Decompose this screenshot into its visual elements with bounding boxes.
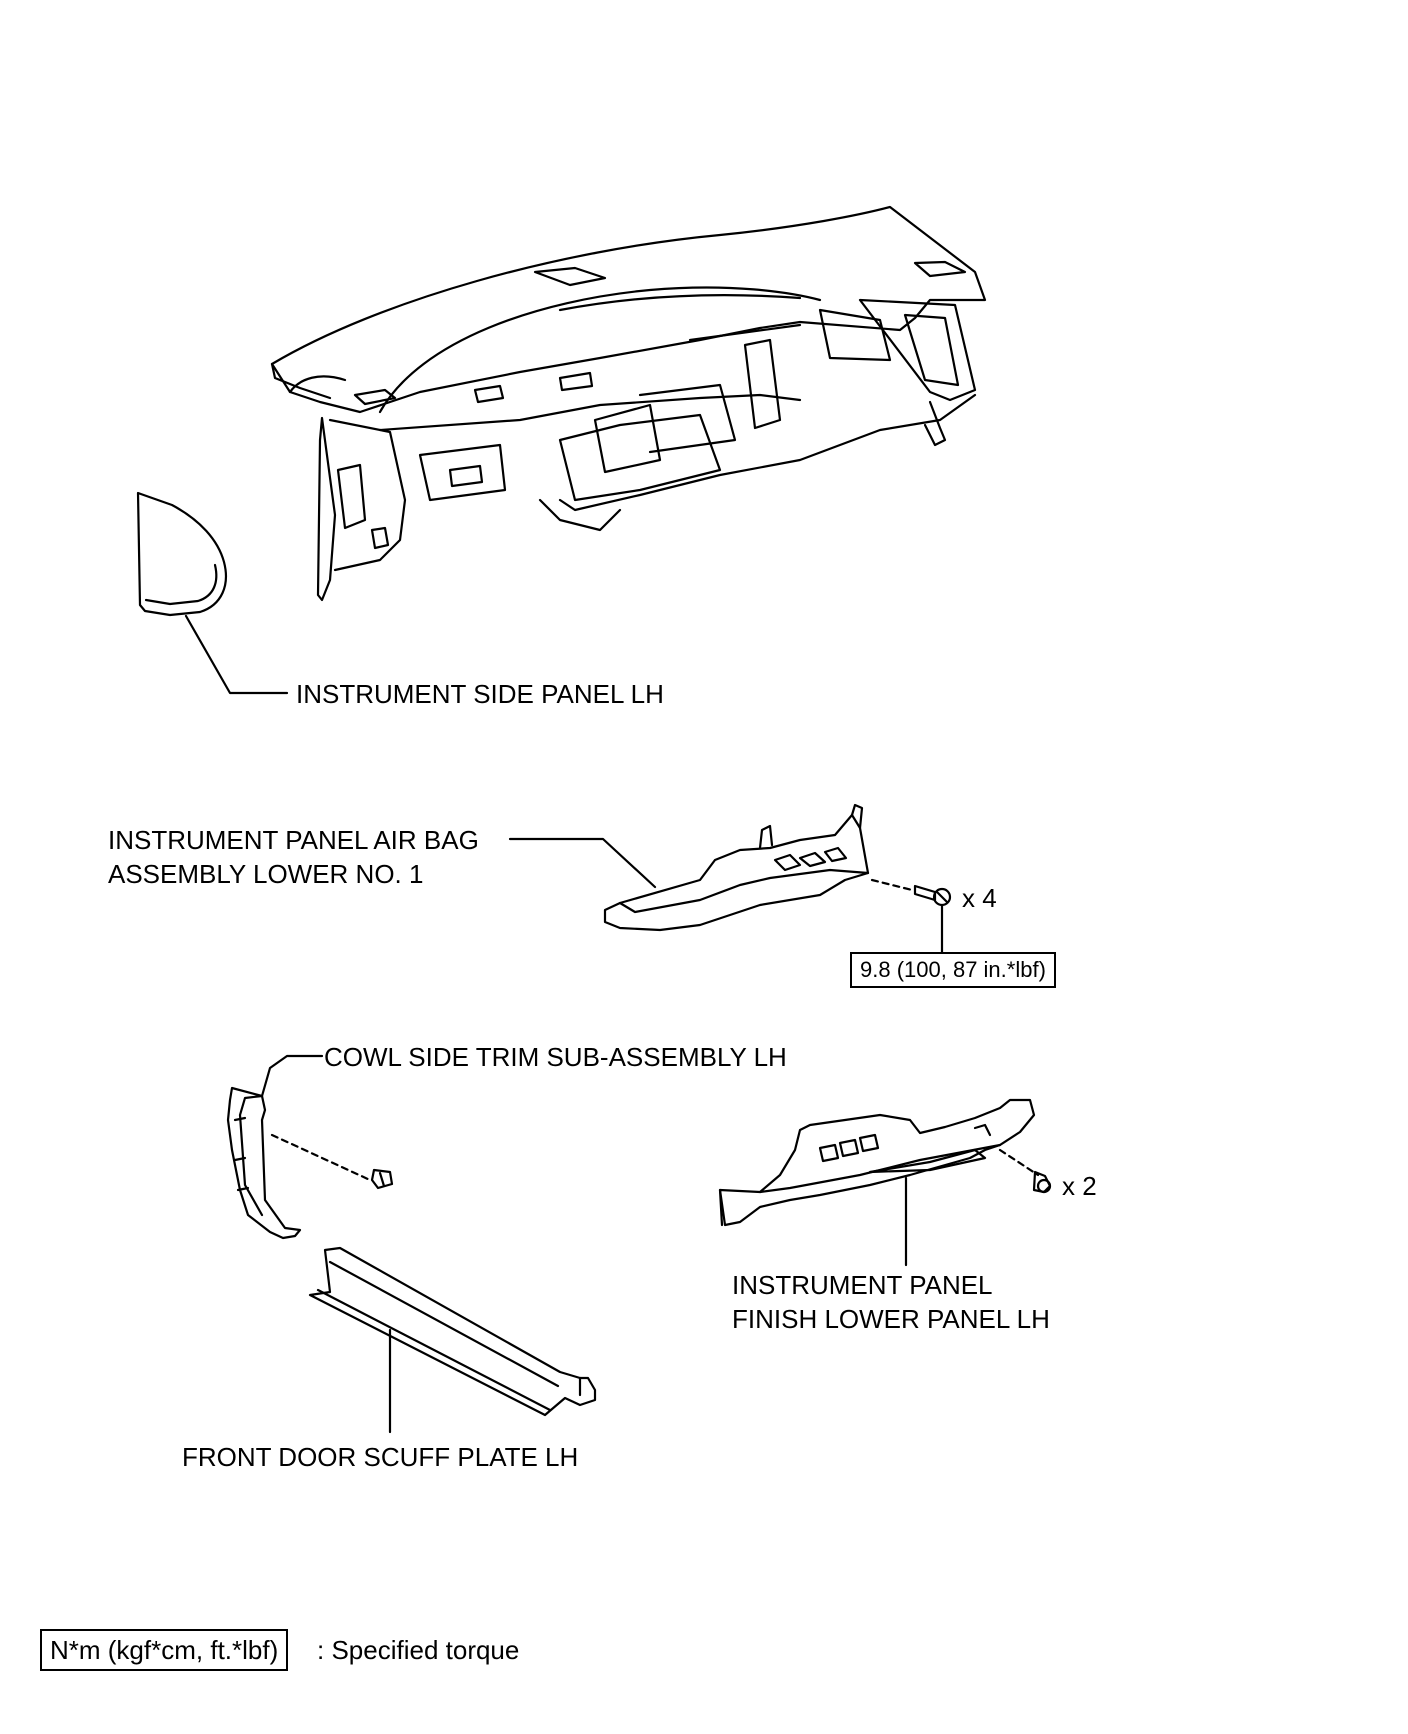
finish-panel-clip-dashed-line bbox=[998, 1148, 1040, 1177]
cowl-side-trim-drawing bbox=[226, 1086, 302, 1240]
instrument-panel-drawing bbox=[270, 205, 987, 602]
label-front-door-scuff-plate: FRONT DOOR SCUFF PLATE LH bbox=[182, 1442, 579, 1472]
legend-description: : Specified torque bbox=[317, 1635, 520, 1665]
legend-unit-box: N*m (kgf*cm, ft.*lbf) bbox=[40, 1629, 289, 1671]
airbag-bolt-torque-box: 9.8 (100, 87 in.*lbf) bbox=[850, 952, 1056, 988]
clip-icon bbox=[370, 1168, 394, 1190]
cowl-clip-dashed-line bbox=[270, 1133, 372, 1182]
instrument-side-panel-drawing bbox=[136, 491, 228, 617]
label-cowl-side-trim: COWL SIDE TRIM SUB-ASSEMBLY LH bbox=[324, 1042, 787, 1072]
label-finish-panel-line2: FINISH LOWER PANEL LH bbox=[732, 1304, 1050, 1334]
label-airbag-line1: INSTRUMENT PANEL AIR BAG bbox=[108, 825, 479, 855]
airbag-leader bbox=[508, 837, 657, 889]
label-finish-panel-line1: INSTRUMENT PANEL bbox=[732, 1270, 993, 1300]
finish-lower-panel-drawing bbox=[718, 1098, 1036, 1227]
airbag-lower-drawing bbox=[603, 803, 870, 932]
side-panel-leader bbox=[184, 614, 289, 695]
cowl-leader bbox=[260, 1054, 324, 1098]
airbag-bolt-dashed-line bbox=[870, 878, 914, 892]
finish-panel-clip-quantity: x 2 bbox=[1062, 1171, 1097, 1201]
screw-icon bbox=[1032, 1170, 1052, 1194]
bolt-icon bbox=[913, 884, 952, 907]
scuff-plate-drawing bbox=[308, 1246, 597, 1417]
label-airbag-line2: ASSEMBLY LOWER NO. 1 bbox=[108, 859, 424, 889]
airbag-bolt-quantity: x 4 bbox=[962, 883, 997, 913]
label-instrument-side-panel: INSTRUMENT SIDE PANEL LH bbox=[296, 679, 664, 709]
